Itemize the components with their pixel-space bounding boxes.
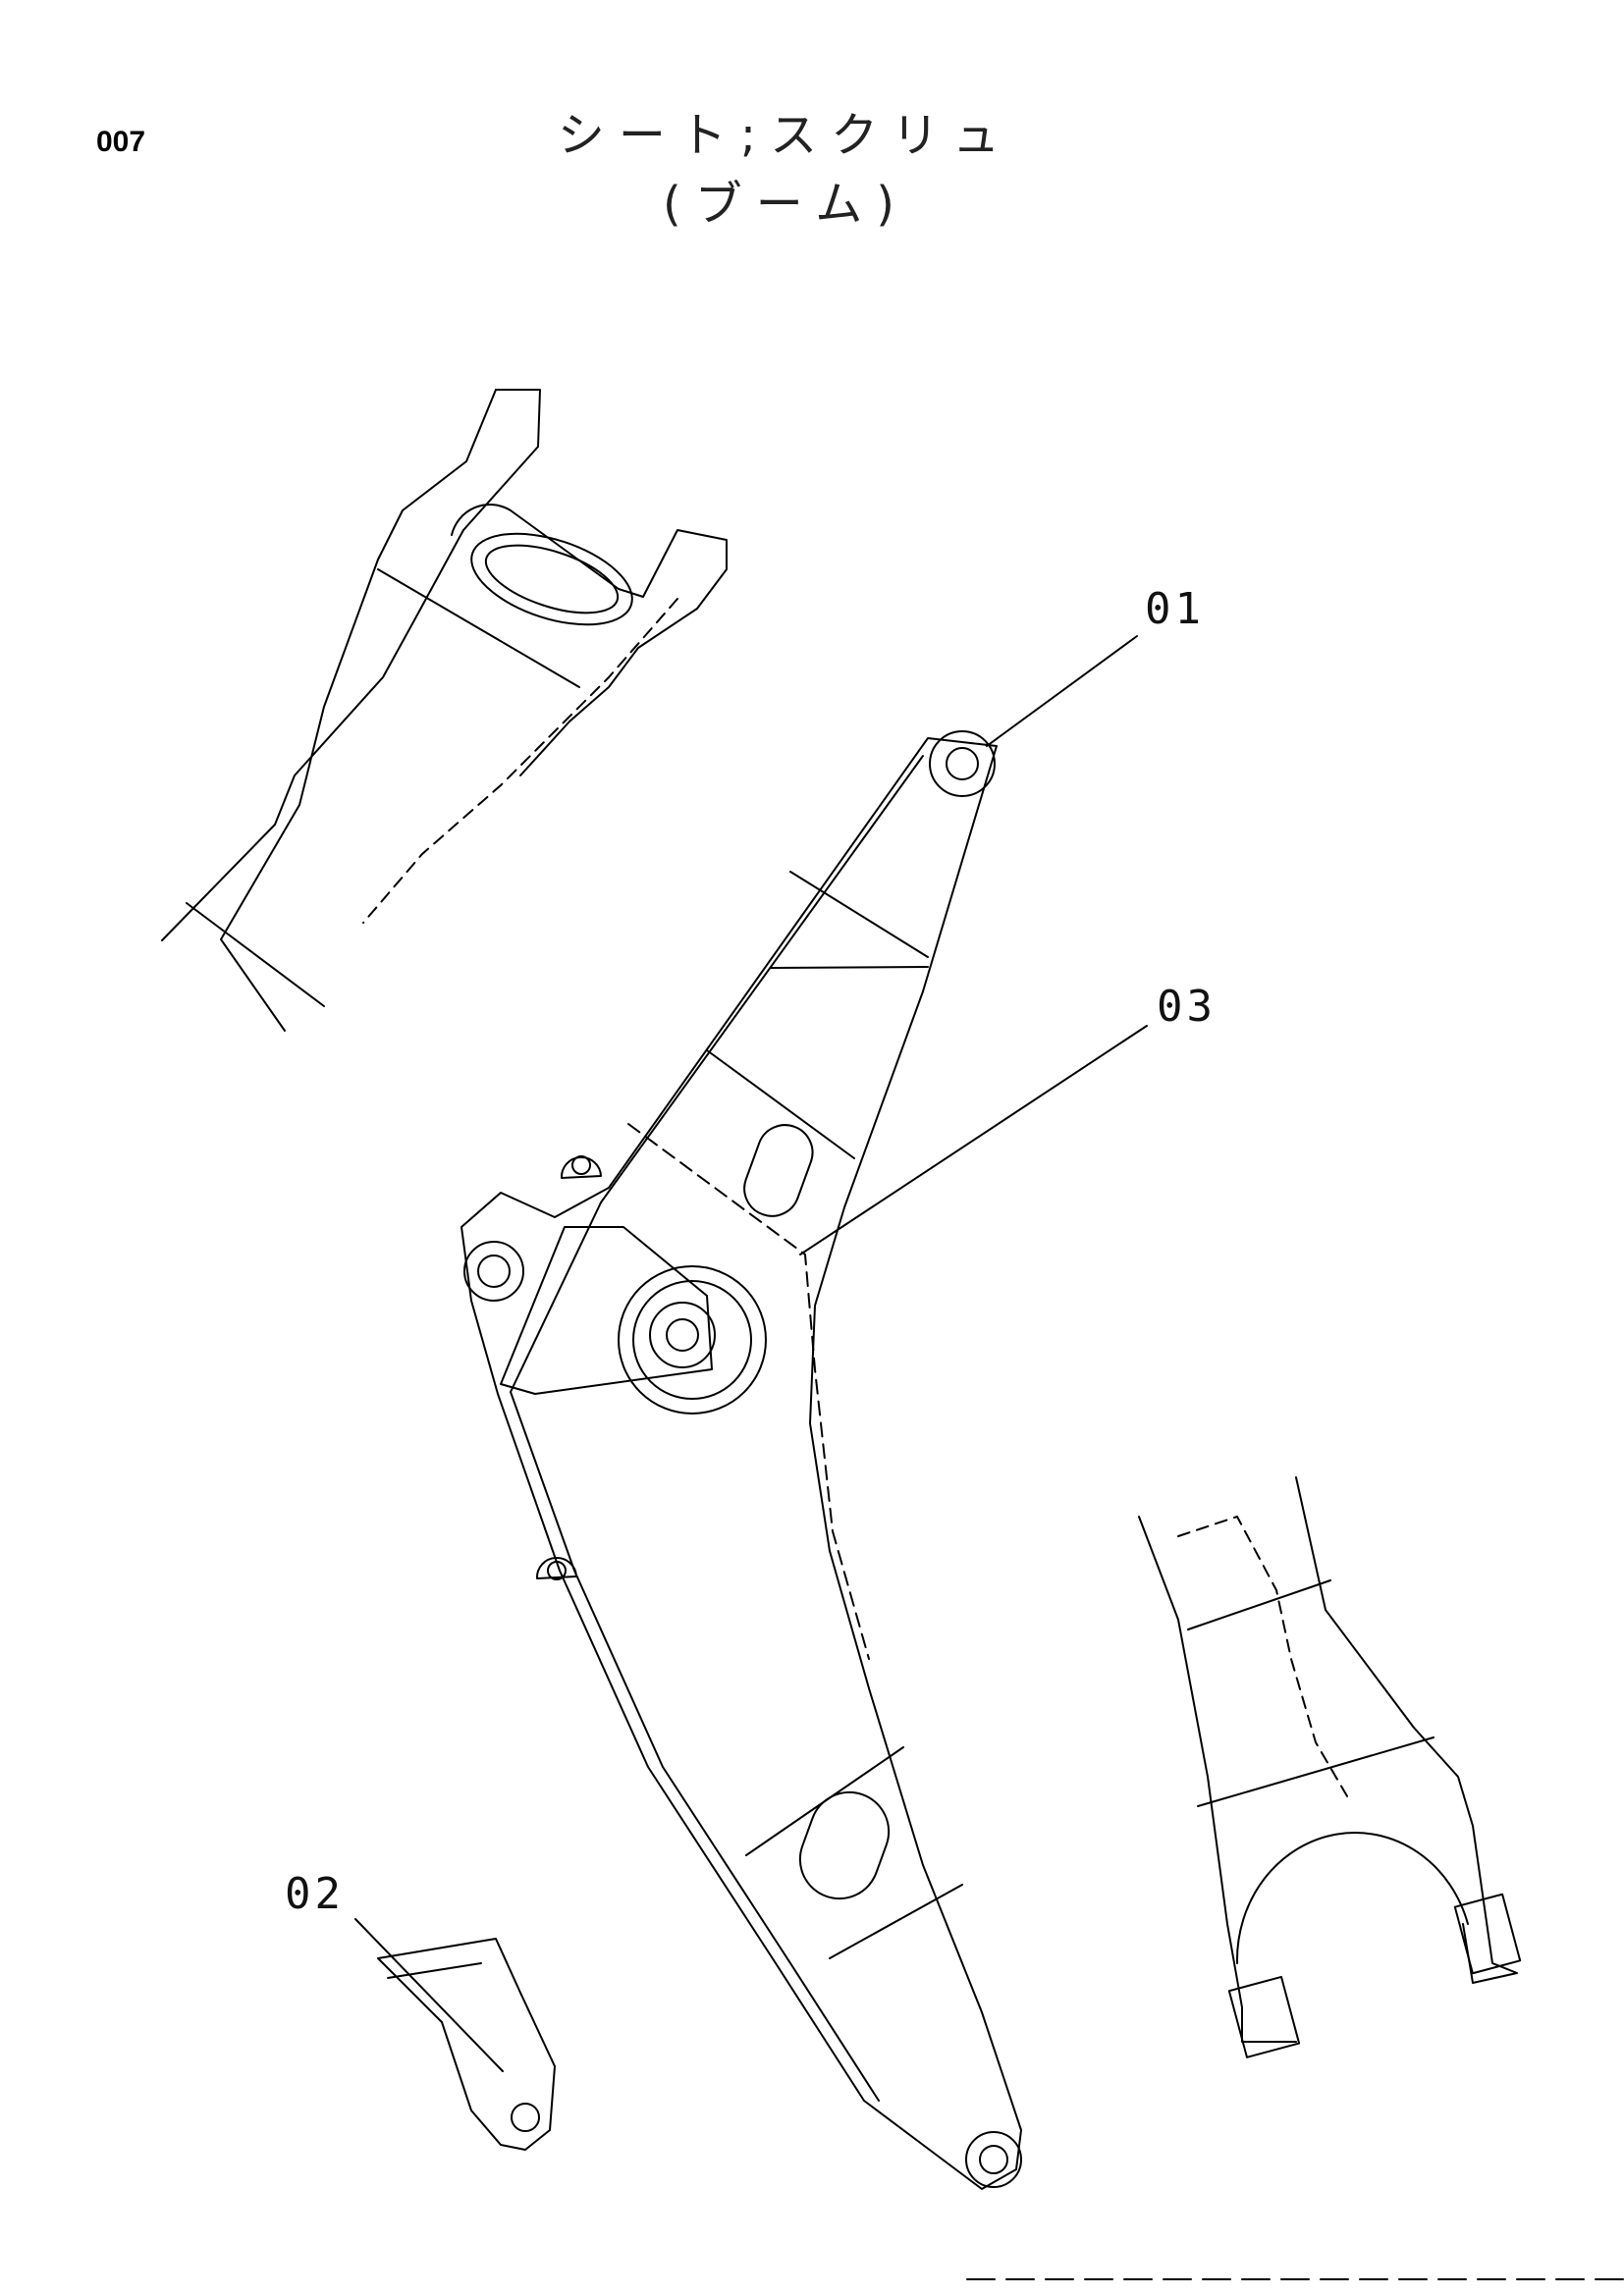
leader-03 [799,1025,1148,1255]
cylinder-boss-outer [618,1265,767,1415]
drawing-title: シート;スクリュ [557,108,1014,163]
end-boss [965,2131,1022,2188]
page-code: 007 [96,126,146,158]
end-pin-hole [979,2145,1008,2174]
cylinder-boss-inner [632,1280,752,1400]
lightening-hole-lower [798,1790,891,1900]
lug-mid-hole [547,1561,567,1580]
upper-detail-slot [470,532,633,626]
lower-left-pin-hole [511,2103,540,2132]
boom-tip-boss [929,730,996,797]
cylinder-boss-mid [649,1302,716,1368]
leader-02 [354,1918,504,2072]
leader-01 [986,635,1138,747]
side-plate [500,1226,713,1395]
detail-view-lower-left [377,1938,556,2151]
lightening-hole-upper [743,1124,814,1217]
callout-03: 03 [1157,982,1217,1032]
foot-pin-hole [477,1255,511,1288]
boom-inner-edge [510,755,924,2102]
upper-detail-right-arm [451,504,728,776]
leader-lines [354,635,1148,2072]
lug-mid [535,1556,577,1579]
boom-outline [460,737,1022,2190]
weld-line [627,1123,870,1660]
detail-view-upper-left [161,389,728,1032]
callout-01: 01 [1145,584,1205,634]
callout-02: 02 [285,1869,345,1919]
lug-top [560,1155,602,1179]
foot-boss [463,1241,524,1302]
upper-detail-outline [161,389,541,1032]
detail-view-lower-right [1138,1476,1522,2058]
boom-tip-pin-hole [946,747,979,780]
lower-right-fork [1235,1832,1469,1964]
cylinder-pin-hole [666,1318,699,1352]
lower-left-outline [377,1938,556,2151]
drawing-subtitle: (ブーム) [662,177,908,232]
main-boom-view [460,730,1022,2190]
lower-right-outline [1138,1476,1518,2043]
